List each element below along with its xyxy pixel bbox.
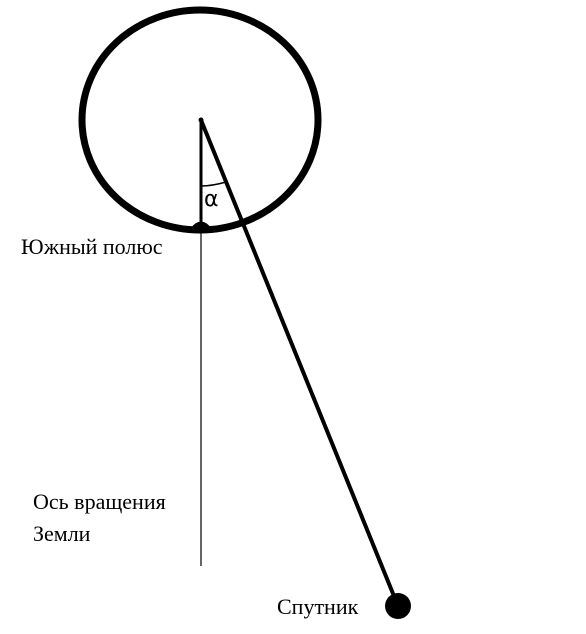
angle-alpha-label: α bbox=[204, 187, 219, 212]
angle-alpha-arc bbox=[200, 181, 227, 187]
satellite-label: Спутник bbox=[277, 594, 359, 619]
south-pole-marker bbox=[190, 221, 212, 229]
rotation-axis-label-line1: Ось вращения bbox=[33, 489, 166, 514]
satellite-dot bbox=[385, 593, 411, 619]
earth-circle bbox=[78, 6, 322, 234]
line-to-satellite bbox=[199, 119, 400, 607]
rotation-axis-label-line2: Земли bbox=[33, 521, 91, 546]
south-pole-label: Южный полюс bbox=[21, 234, 163, 259]
